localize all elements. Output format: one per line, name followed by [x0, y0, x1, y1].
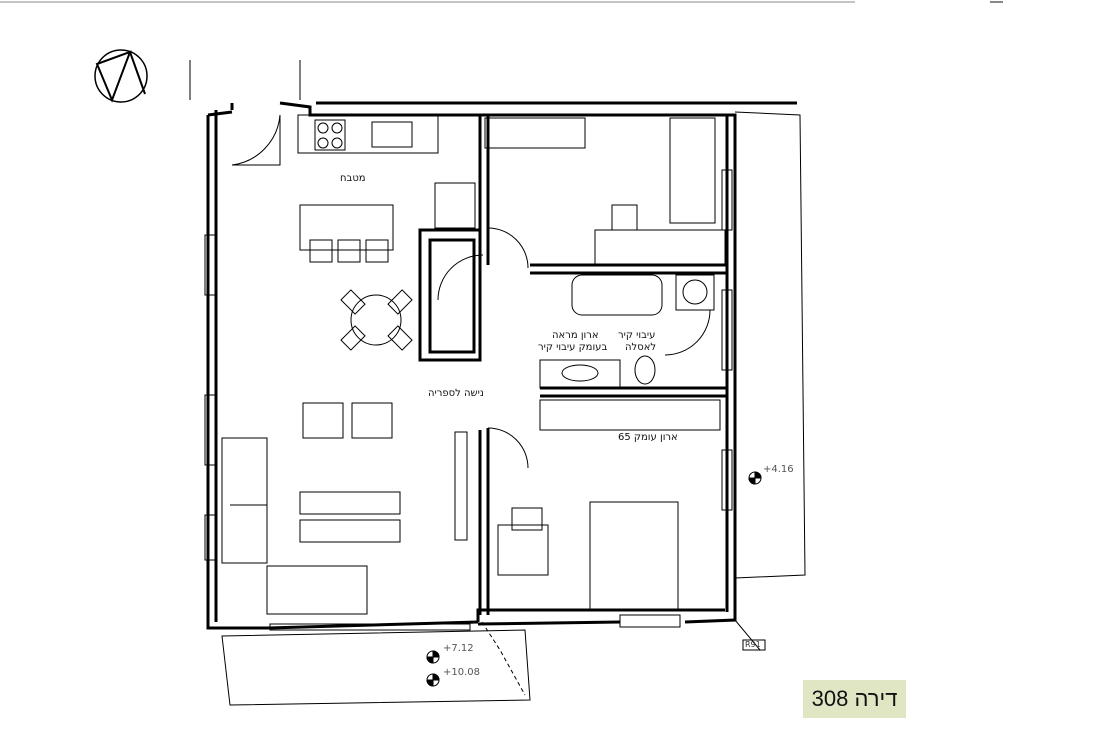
- label-wardrobe-depth: ארון עומק 65: [618, 432, 678, 443]
- tag-label: R91: [745, 640, 761, 649]
- room-label-kitchen: מטבח: [340, 173, 366, 184]
- label-toilet-wall-2: לאסלה: [625, 342, 657, 353]
- label-mirror-cabinet-1: ארון מראה: [552, 330, 599, 341]
- label-toilet-wall-1: עיבוי קיר: [618, 330, 656, 341]
- apartment-label: דירה 308: [811, 686, 898, 711]
- label-mirror-cabinet-2: בעומק עיבוי קיר: [538, 342, 608, 353]
- north-arrow-icon: [94, 49, 148, 103]
- apartment-label-bg: [803, 680, 906, 718]
- level-label: +4.16: [763, 464, 794, 475]
- level-marker-icon: [426, 471, 762, 687]
- level-label: +10.08: [443, 667, 481, 678]
- room-label-library-niche: נישה לספריה: [428, 388, 484, 399]
- level-label: +7.12: [443, 643, 474, 654]
